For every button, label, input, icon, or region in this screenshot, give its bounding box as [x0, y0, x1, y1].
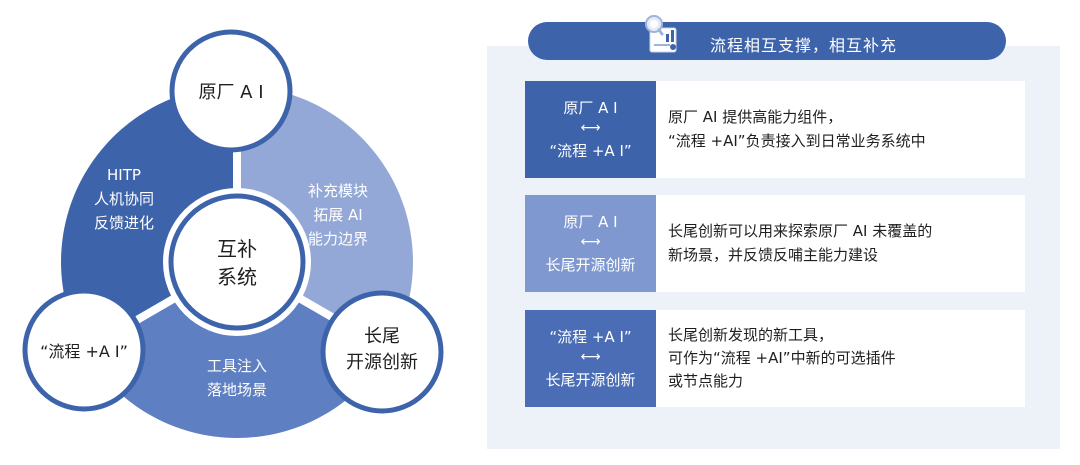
double-arrow-icon: ⟷ — [580, 120, 601, 137]
row-3-desc-line2: 可作为“流程 +AI”中新的可选插件 — [668, 348, 896, 367]
sector-bottom-line2: 落地场景 — [207, 381, 267, 399]
sector-right-line3: 能力边界 — [308, 230, 368, 248]
sector-right-line1: 补充模块 — [308, 182, 368, 200]
node-bottom-left-circle — [22, 288, 146, 412]
row-3-tag: “流程 +A I” ⟷ 长尾开源创新 — [525, 310, 656, 407]
row-2-tag-bottom: 长尾开源创新 — [545, 255, 636, 274]
row-1-tag-top: 原厂 A I — [563, 99, 618, 118]
node-bottom-left-label: “流程 +A I” — [40, 342, 128, 361]
row-2-tag-top: 原厂 A I — [563, 213, 618, 232]
node-top-circle — [169, 29, 293, 153]
sector-left-line2: 人机协同 — [94, 190, 154, 208]
row-2-desc-line2: 新场景，并反馈反哺主能力建设 — [668, 245, 879, 264]
row-1-description: 原厂 AI 提供高能力组件， “流程 +AI”负责接入到日常业务系统中 — [656, 81, 1025, 178]
row-3-tag-top: “流程 +A I” — [549, 328, 632, 347]
row-3-desc-line1: 长尾创新发现的新工具， — [668, 325, 834, 344]
node-bottom-right-line2: 开源创新 — [346, 352, 418, 373]
row-2-desc-line1: 长尾创新可以用来探索原厂 AI 未覆盖的 — [668, 222, 933, 241]
double-arrow-icon: ⟷ — [580, 234, 601, 251]
center-label-line2: 系统 — [217, 265, 257, 289]
panel-title: 流程相互支撑，相互补充 — [710, 36, 898, 55]
comparison-row-2: 原厂 A I ⟷ 长尾开源创新 长尾创新可以用来探索原厂 AI 未覆盖的 新场景… — [525, 195, 1025, 292]
row-1-tag: 原厂 A I ⟷ “流程 +A I” — [525, 81, 656, 178]
row-2-tag: 原厂 A I ⟷ 长尾开源创新 — [525, 195, 656, 292]
double-arrow-icon: ⟷ — [580, 349, 601, 366]
center-label-line1: 互补 — [217, 237, 257, 261]
row-1-desc-line1: 原厂 AI 提供高能力组件， — [668, 108, 843, 127]
row-3-desc-line3: 或节点能力 — [668, 372, 744, 391]
sector-bottom — [84, 262, 390, 438]
complementary-system-diagram: 互补 系统 HITP 人机协同 反馈进化 补充模块 拓展 AI 能力边界 工具注… — [22, 29, 444, 438]
sector-left-line3: 反馈进化 — [94, 214, 154, 232]
sector-right-line2: 拓展 AI — [313, 206, 362, 224]
comparison-row-1: 原厂 A I ⟷ “流程 +A I” 原厂 AI 提供高能力组件， “流程 +A… — [525, 81, 1025, 178]
row-2-description: 长尾创新可以用来探索原厂 AI 未覆盖的 新场景，并反馈反哺主能力建设 — [656, 195, 1025, 292]
node-top-label: 原厂 A I — [198, 82, 263, 103]
sector-bottom-line1: 工具注入 — [207, 357, 267, 375]
center-circle-ring — [168, 193, 306, 331]
node-bottom-right-circle — [320, 290, 444, 414]
row-1-desc-line2: “流程 +AI”负责接入到日常业务系统中 — [668, 131, 926, 150]
sector-left-line1: HITP — [107, 166, 141, 184]
row-3-description: 长尾创新发现的新工具， 可作为“流程 +AI”中新的可选插件 或节点能力 — [656, 310, 1025, 407]
magnifier-chart-icon — [645, 15, 677, 53]
node-bottom-right-line1: 长尾 — [364, 326, 400, 347]
row-1-tag-bottom: “流程 +A I” — [549, 141, 632, 160]
comparison-row-3: “流程 +A I” ⟷ 长尾开源创新 长尾创新发现的新工具， 可作为“流程 +A… — [525, 310, 1025, 407]
panel-banner: 流程相互支撑，相互补充 — [528, 22, 1006, 60]
row-3-tag-bottom: 长尾开源创新 — [545, 370, 636, 389]
